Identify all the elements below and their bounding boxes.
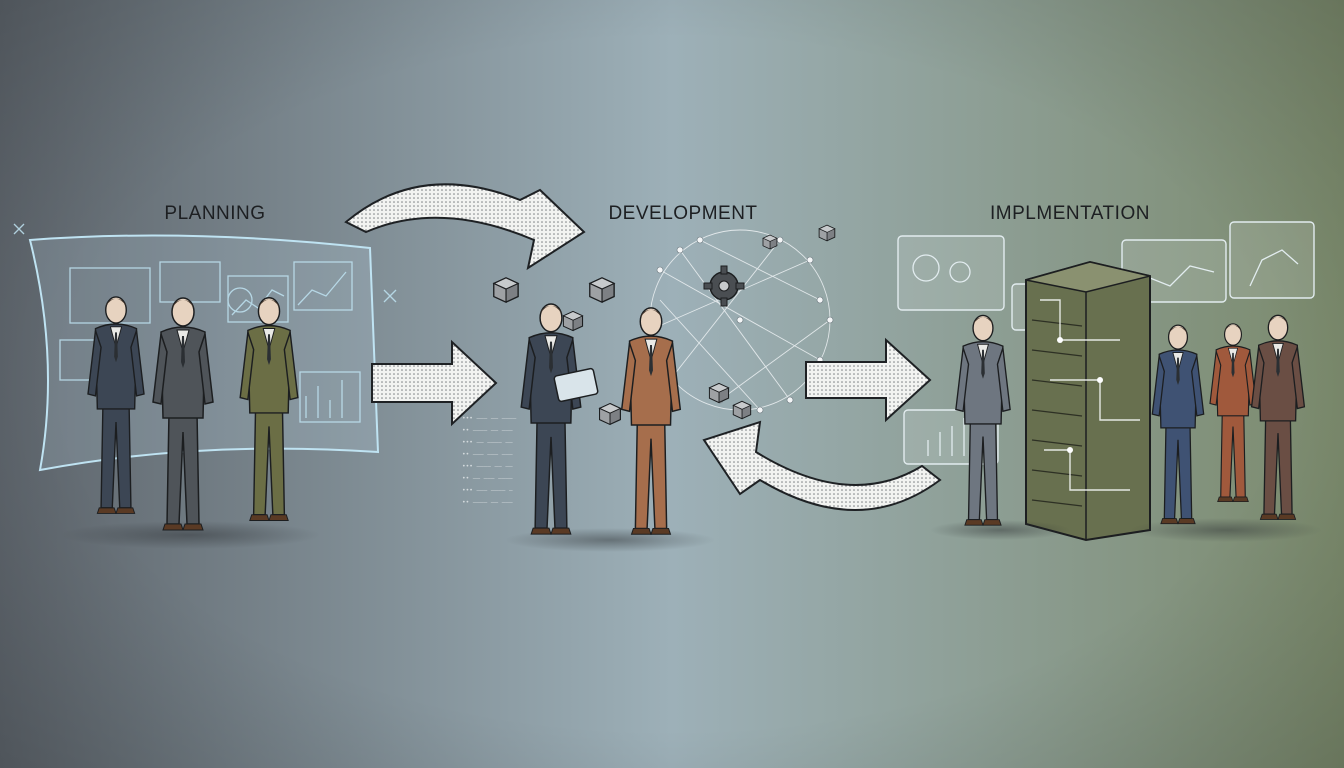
stage-label-implementation: IMPLMENTATION [990,203,1150,224]
stage-label-development: DEVELOPMENT [608,203,758,224]
cube-icon [732,400,752,420]
cube-icon [708,382,730,404]
cube-icon [493,277,519,303]
svg-text:•• ———— —— ———: •• ———— —— ——— [462,427,513,434]
planning-scene [13,223,397,549]
implementation-scene [897,221,1322,542]
svg-text:•• —— ——— ————: •• —— ——— ———— [462,475,513,482]
curved-arrow-bottom [702,420,942,511]
arrow-development-to-implementation [805,337,932,423]
cube-icon [562,310,584,332]
dashboard-panel [1229,221,1315,299]
arrow-planning-to-development [371,339,498,427]
cube-icon [818,224,836,242]
svg-text:••• ———— —— ——: ••• ———— —— —— [462,463,513,470]
svg-text:•• ———— —— ———: •• ———— —— ——— [462,499,513,506]
cube-icon [589,277,615,303]
svg-text:••• —— ———— ——: ••• —— ———— —— [462,439,513,446]
curved-arrow-top [344,183,586,271]
cube-icon [598,403,622,425]
cube-icon [762,234,778,250]
stage-label-planning: PLANNING [164,203,266,224]
server-rack [1025,260,1151,542]
gear-icon [703,265,745,307]
svg-text:•• ——— ——— ———: •• ——— ——— ——— [462,451,513,458]
svg-text:••• ——— ———— —: ••• ——— ———— — [462,487,513,494]
tablet-icon [553,367,599,403]
svg-text:••• ——— —— ————: ••• ——— —— ———— [462,415,517,422]
development-scene: ••• ——— —— ———— •• ———— —— ——— ••• —— ———… [462,224,836,552]
